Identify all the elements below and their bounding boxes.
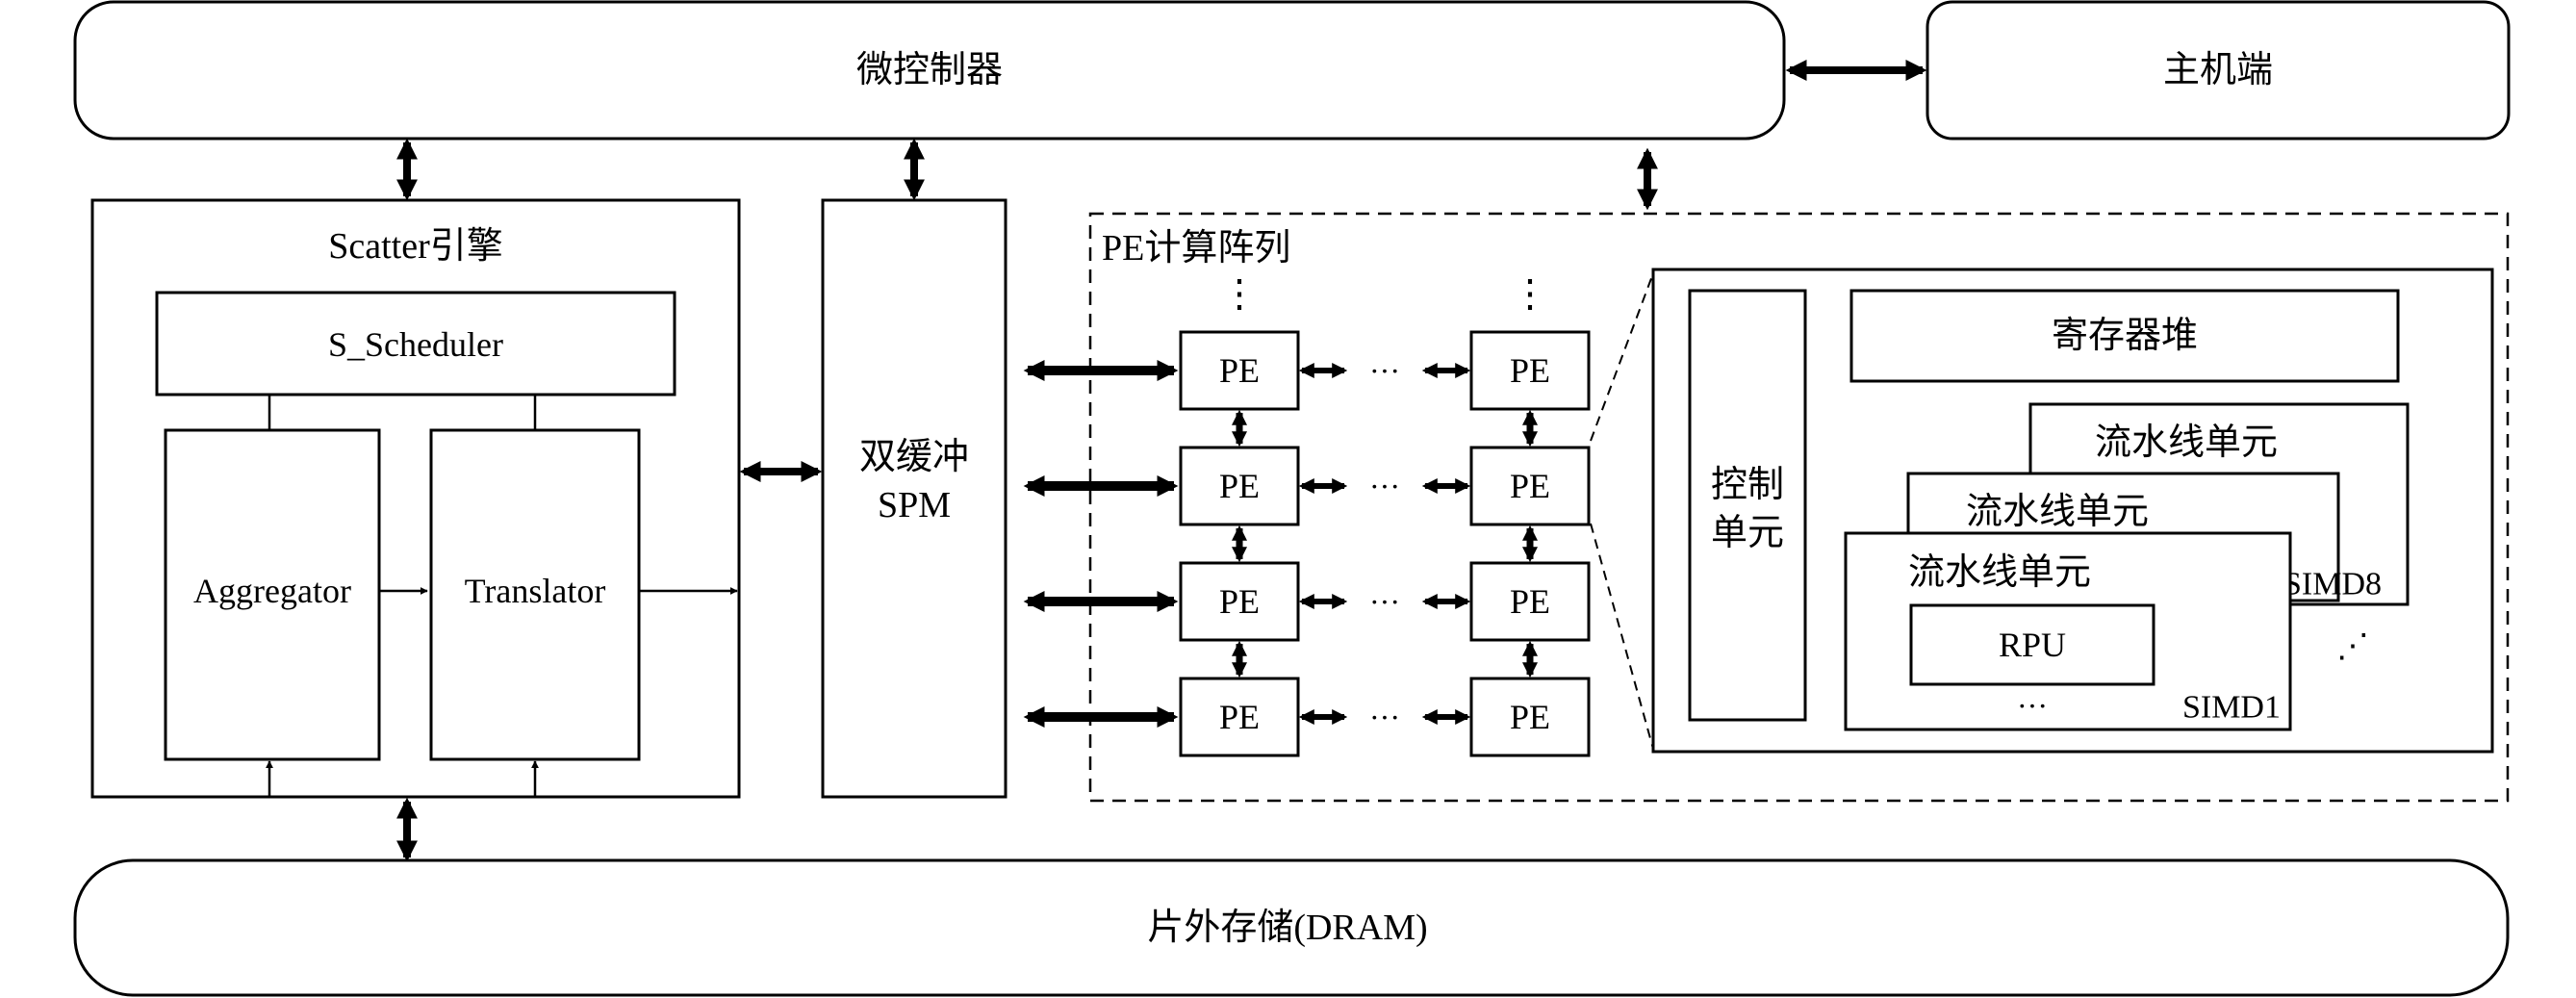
dram-label: 片外存储(DRAM) [1147,908,1427,948]
simd-diagonal-ellipsis: ⋰ [2336,629,2369,665]
control-unit-box [1688,289,1807,722]
pe-box [1179,330,1300,411]
aggregator-box [164,428,381,761]
pe-label: PE [1219,467,1260,505]
pe-label: PE [1219,582,1260,621]
scheduler-label: S_Scheduler [328,325,503,364]
pe-label: PE [1219,698,1260,736]
pe-label: PE [1510,351,1550,390]
pe-box [1469,677,1591,757]
pe-label: PE [1510,467,1550,505]
pe-label: PE [1510,698,1550,736]
aggregator-label: Aggregator [193,572,351,610]
dram-block: 片外存储(DRAM) [73,858,2510,997]
translator-label: Translator [465,572,606,610]
zoom-line-top [1590,272,1654,442]
rpu-box [1909,603,2155,686]
pe-detail-block: 控制 单元 寄存器堆 流水线单元 流水线单元 SIMD8 ⋰ 流水线单元 RPU… [1651,268,2494,754]
translator-box [429,428,641,761]
pe-label: PE [1219,351,1260,390]
pipeline-unit-label-back: 流水线单元 [2095,422,2278,463]
simd1-label: SIMD1 [2182,690,2281,726]
pe-row-ellipsis: ··· [1369,584,1400,619]
pe-box [1469,446,1591,526]
register-file-label: 寄存器堆 [2052,316,2198,356]
pe-box [1179,677,1300,757]
pe-label: PE [1510,582,1550,621]
pipeline-unit-label-middle: 流水线单元 [1966,492,2149,532]
rpu-label: RPU [1999,626,2066,664]
scatter-engine-block: Scatter引擎 S_Scheduler Aggregator Transla… [90,198,741,799]
pe-box [1469,330,1591,411]
scheduler-box [155,291,676,397]
pe-box [1179,446,1300,526]
simd8-label: SIMD8 [2283,567,2382,602]
spm-label-line2: SPM [878,485,951,525]
pe-array-region: PE计算阵列 [1088,212,2510,803]
pe-column-ellipsis: ⋮ [1220,272,1259,316]
pe-box [1179,561,1300,642]
control-unit-label-line2: 单元 [1711,513,1784,553]
host-label: 主机端 [2163,50,2273,90]
microcontroller-block: 微控制器 [73,0,1786,141]
control-unit-label-line1: 控制 [1711,465,1784,505]
pe-row-ellipsis: ··· [1369,353,1400,388]
pe-grid: PE PE ··· PE PE ··· PE PE ··· PE PE ··· ⋮ ⋮ [1023,272,1591,757]
pe-row-ellipsis: ··· [1369,469,1400,503]
host-block: 主机端 [1926,0,2511,141]
spm-block: 双缓冲 SPM [821,198,1007,799]
pe-column-ellipsis: ⋮ [1511,272,1549,316]
microcontroller-label: 微控制器 [856,50,1003,90]
zoom-line-bottom [1590,523,1654,750]
register-file-box [1849,289,2400,383]
pe-box [1469,561,1591,642]
spm-label-line1: 双缓冲 [859,437,969,477]
scatter-engine-title: Scatter引擎 [328,226,503,267]
pipeline-unit-label-front: 流水线单元 [1908,552,2091,593]
rpu-ellipsis: ··· [2017,688,2048,723]
pe-row-ellipsis: ··· [1369,700,1400,734]
pe-array-title: PE计算阵列 [1102,228,1290,269]
